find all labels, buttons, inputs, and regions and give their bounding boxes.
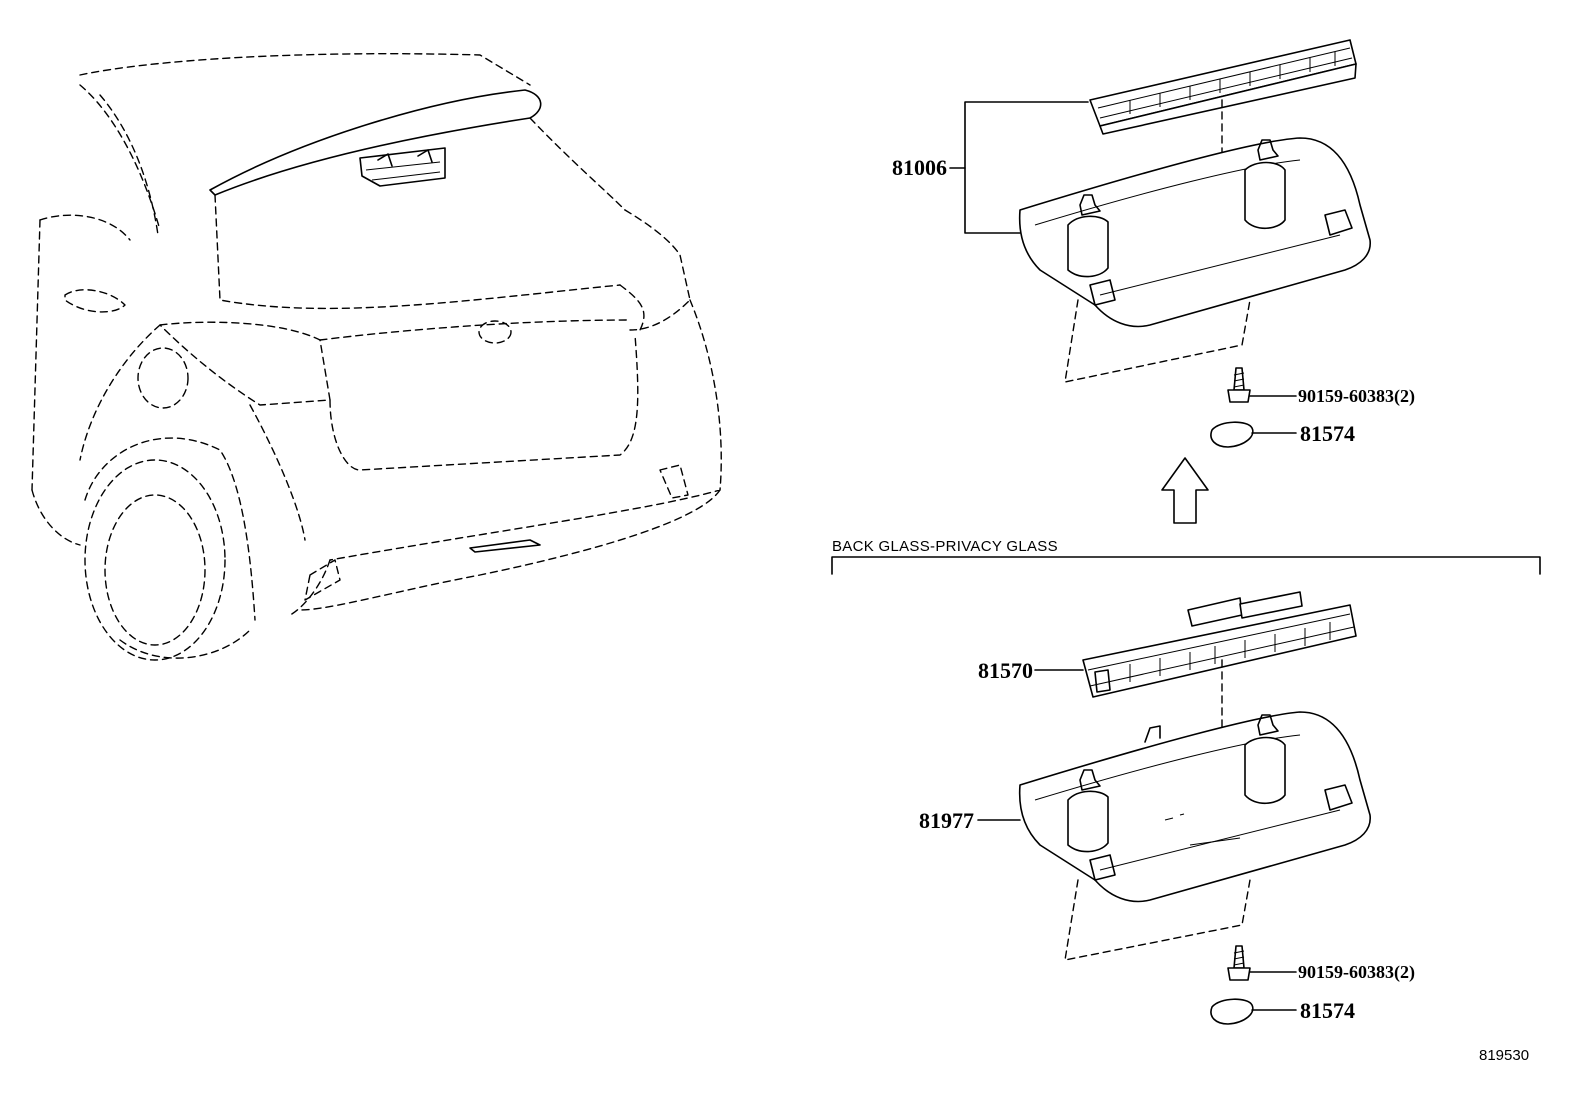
callout-upper-assembly: 81006 <box>892 155 947 180</box>
lower-screw <box>1227 945 1297 981</box>
variant-bracket <box>831 556 1541 575</box>
lower-cover <box>1210 998 1297 1025</box>
vehicle-rear-illustration <box>31 53 722 661</box>
callout-upper-screw: 90159-60383(2) <box>1298 386 1415 407</box>
callout-lower-screw: 90159-60383(2) <box>1298 962 1415 983</box>
figure-number: 819530 <box>1479 1047 1529 1064</box>
direction-arrow <box>1161 457 1209 524</box>
variant-caption: BACK GLASS-PRIVACY GLASS <box>832 538 1058 555</box>
upper-cover <box>1210 421 1297 448</box>
callout-upper-cover: 81574 <box>1300 421 1355 446</box>
callout-lower-cover: 81574 <box>1300 998 1355 1023</box>
callout-lower-lamp: 81570 <box>978 658 1033 683</box>
lower-stop-lamp-assembly <box>977 591 1371 961</box>
callout-lower-housing: 81977 <box>919 808 974 833</box>
upper-screw <box>1227 367 1297 403</box>
upper-stop-lamp-assembly <box>949 39 1371 383</box>
